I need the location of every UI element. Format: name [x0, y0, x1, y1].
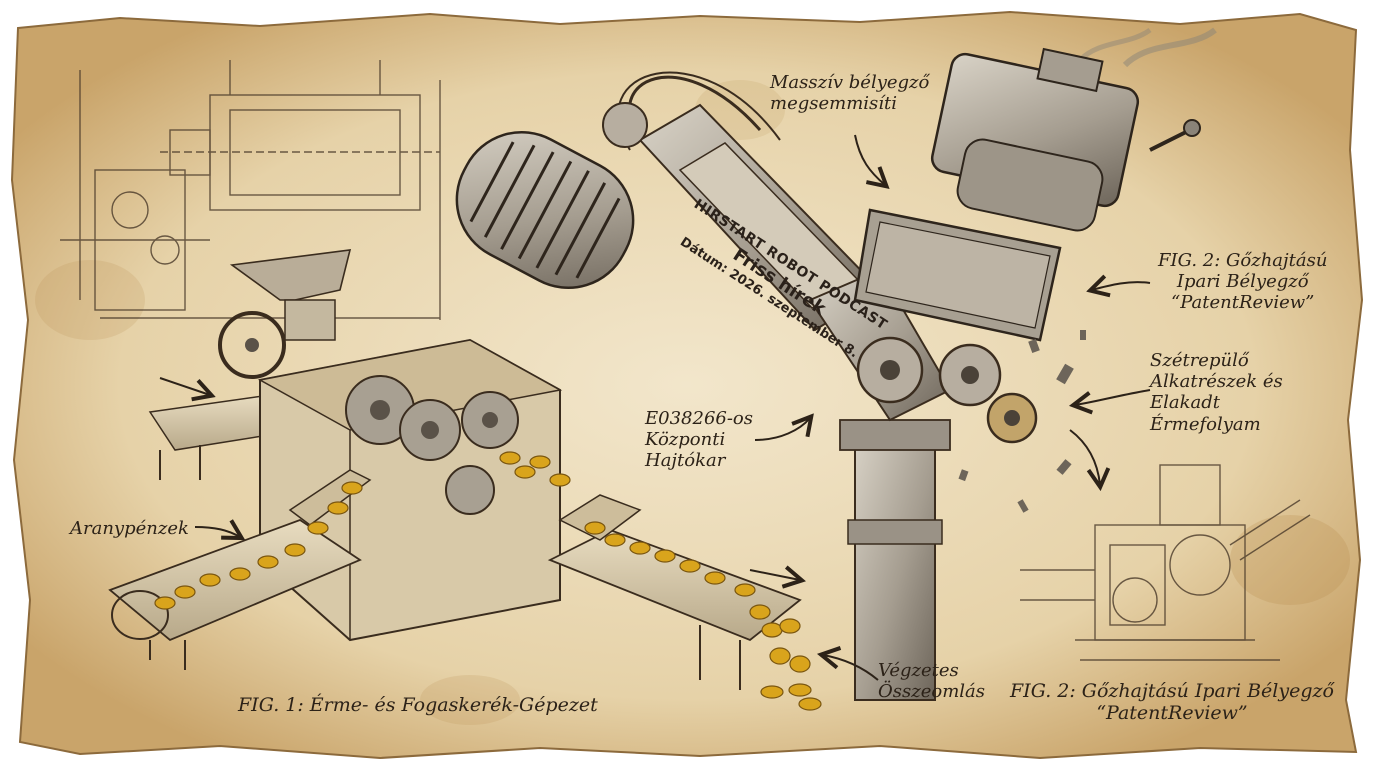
label-flying-parts: Szétrepülő Alkatrészek és Elakadt Érmefo…: [1150, 350, 1283, 435]
label-fatal-collapse: Végzetes Összeomlás: [878, 660, 985, 703]
robot-arm: [602, 71, 1038, 701]
label-fig2-steam-press: FIG. 2: Gőzhajtású Ipari Bélyegző “Paten…: [1158, 250, 1328, 314]
label-central-crank: E038266-os Központi Hajtókar: [645, 408, 754, 472]
annotation-arrows: [159, 134, 1151, 681]
label-gold-coins: Aranypénzek: [70, 518, 189, 539]
steam-press: [853, 27, 1217, 342]
microphone-icon: [455, 130, 635, 290]
flying-debris: [958, 330, 1086, 513]
gold-coins: [154, 451, 822, 711]
caption-fig1: FIG. 1: Érme- és Fogaskerék-Gépezet: [238, 694, 598, 716]
gear-icon: [445, 465, 495, 515]
caption-fig2: FIG. 2: Gőzhajtású Ipari Bélyegző “Paten…: [1010, 680, 1334, 725]
blueprint-sketch-top-left: [60, 60, 441, 320]
label-press-destroys: Masszív bélyegző megsemmisíti: [770, 72, 930, 115]
blueprint-sketch-bottom-right: [1020, 464, 1311, 661]
